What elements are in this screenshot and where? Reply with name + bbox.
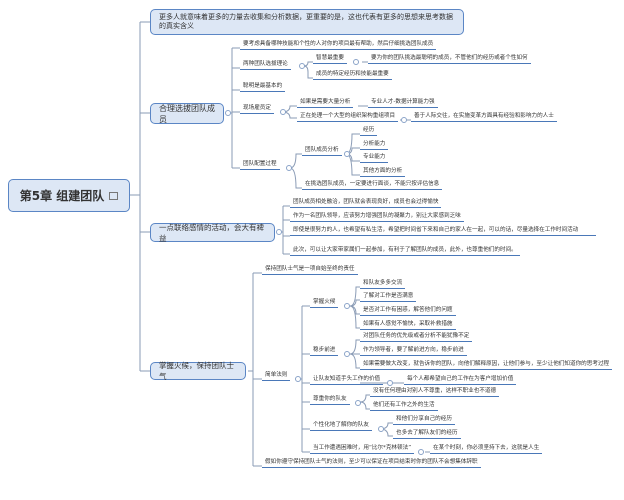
collapse-toggle[interactable] [387,380,393,386]
node[interactable]: 聪明是最基本的 [240,82,286,92]
node[interactable]: 即使是很努力的人，也希望有私生活，希望把时间省下来和自己的家人在一起，可以的话，… [290,226,596,236]
node[interactable]: 要考虑具备哪种技能和个性的人对你的项目最有帮助，然后仔细挑选团队成员 [240,40,437,50]
node[interactable]: 尊重你的队友 [310,395,350,405]
collapse-toggle[interactable] [344,151,350,157]
node[interactable]: 没有任何理由对别人不尊重，这样不职业也不道德 [370,387,500,397]
node[interactable]: 假如你遵守保持团队士气的法则，至少可以保证在项目结束时你的团队不会想集体辞职 [262,458,481,468]
node[interactable]: 了解对工作是否满意 [360,292,417,302]
node[interactable]: 善于人际交往，在实施变革方面具有经验和影响力的人士 [411,112,557,122]
node[interactable]: 和他们分享自己的经历 [393,415,455,425]
node[interactable]: 如果有人感觉不愉快，采取补救措施 [360,320,456,330]
node[interactable]: 成员的特定经历和技能最重要 [313,70,392,80]
branch-select-members[interactable]: 合理选拔团队成员 [150,103,224,124]
collapse-toggle[interactable] [299,63,305,69]
node[interactable]: 要为你的团队挑选最聪明的成员，不管他们的经历或者个性如何 [368,54,531,64]
collapse-toggle[interactable] [225,110,231,116]
collapse-toggle[interactable] [418,449,424,455]
node[interactable]: 也多去了解队友们的经历 [393,429,461,439]
node[interactable]: 两种团队选拔理论 [240,60,291,70]
collapse-toggle[interactable] [355,400,361,406]
node[interactable]: 和队友多多交流 [360,279,406,289]
node[interactable]: 简单法则 [262,371,291,381]
branch-text: 合理选拔团队成员 [159,103,215,124]
node[interactable]: 是否对工作有困惑，解答他们的问题 [360,306,456,316]
node[interactable]: 团队配置过程 [240,160,280,170]
node[interactable]: 此次，可以让大家带家属们一起参加，有利于了解团队的成员，此外，也尊重他们的时间。 [290,246,520,256]
node[interactable]: 作为一名团队领导，应该努力增强团队的凝聚力，别让大家感到乏味 [290,212,464,222]
collapse-toggle[interactable] [280,109,286,115]
collapse-toggle[interactable] [401,117,407,123]
note-icon[interactable] [109,191,119,200]
node[interactable]: 对团队任务的优先级或者分析不能犹豫不定 [360,332,473,342]
node[interactable]: 在挑选团队成员，一定要进行面谈，不能只按评估信息 [302,180,443,190]
collapse-toggle[interactable] [344,303,350,309]
collapse-toggle[interactable] [344,351,350,357]
root-title: 第5章 组建团队 [19,189,105,203]
node[interactable]: 掌握火候 [310,298,339,308]
collapse-toggle[interactable] [353,59,359,65]
node[interactable]: 专业人才-数据计算能力强 [368,98,438,108]
branch-team-morale[interactable]: 掌握火候，保持团队士气 [150,361,246,381]
node[interactable]: 经历 [360,126,378,136]
node[interactable]: 个性化地了解你的队友 [310,421,372,431]
collapse-toggle[interactable] [378,426,384,432]
node[interactable]: 在某个时刻，你必须坚持下去，这就是人生 [430,444,543,454]
node[interactable]: 专业能力 [360,153,389,163]
node[interactable]: 智慧最重要 [313,54,347,64]
node[interactable]: 保持团队士气是一项自始至终的责任 [262,265,358,275]
collapse-toggle[interactable] [295,376,301,382]
node[interactable]: 如果是需要大量分析 [297,98,354,108]
node[interactable]: 正在处理一个大型的组织架构重组项目 [297,112,399,122]
node[interactable]: 当工作遭遇困难时，用“比尔*克林顿法” [310,444,415,454]
node[interactable]: 稳步前进 [310,346,339,356]
branch-bonding-activities[interactable]: 一点联络感情的活动，会大有裨益 [150,222,275,243]
node[interactable]: 团队成员相处融洽，团队就会表现良好，成员也会过得愉快 [290,198,442,208]
node[interactable]: 其他方面的分析 [360,167,406,177]
root-node[interactable]: 第5章 组建团队 [8,179,130,212]
node[interactable]: 现场雇员定 [240,104,274,114]
branch-text: 掌握火候，保持团队士气 [159,361,234,381]
node[interactable]: 作为领导者，要了解前进方向，稳步前进 [360,346,467,356]
node[interactable]: 让队友知道手头工作的价值 [310,375,384,385]
branch-text: 更多人就意味着更多的力量去收集和分析数据，更重要的是，这也代表有更多的思想来思考… [159,13,453,30]
node[interactable]: 分析能力 [360,140,389,150]
collapse-toggle[interactable] [286,165,292,171]
collapse-toggle[interactable] [276,229,282,235]
branch-text: 一点联络感情的活动，会大有裨益 [159,222,264,243]
node[interactable]: 他们还有工作之外的生活 [370,401,438,411]
branch-more-people[interactable]: 更多人就意味着更多的力量去收集和分析数据，更重要的是，这也代表有更多的思想来思考… [150,9,464,35]
node[interactable]: 每个人都希望自己的工作在为客户增加价值 [404,375,517,385]
node[interactable]: 如果需要做大改变，就告诉你的团队，向他们解释原因，让他们参与，至少让他们知道你的… [360,360,613,370]
node[interactable]: 团队成员分析 [302,146,342,156]
